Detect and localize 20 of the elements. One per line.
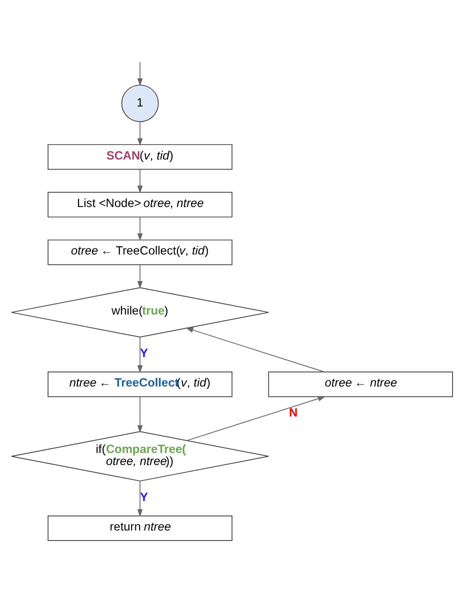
arrow [186,396,326,440]
arrow [186,327,325,372]
node-box: ntree ← TreeCollect(v, tid) [48,371,232,397]
arrow [137,61,143,86]
arrow [137,480,143,516]
edge-label: N [289,404,298,419]
arrow [137,120,143,146]
node-diamond: while(true) [11,286,270,337]
node-box: return ntree [48,514,232,541]
arrow [137,264,143,288]
arrow [137,396,143,432]
arrow [137,216,143,241]
node-box: List <Node> otree, ntree [48,191,232,217]
node-box: otree ← ntree [268,371,453,397]
arrow [137,336,143,372]
node-diamond: if(CompareTree( otree, ntree)) [11,430,270,481]
node-box: SCAN(v, tid) [48,144,232,170]
node-circle: 1 [121,84,159,122]
arrow [137,168,143,193]
node-box: otree ← TreeCollect(v, tid) [48,239,232,265]
